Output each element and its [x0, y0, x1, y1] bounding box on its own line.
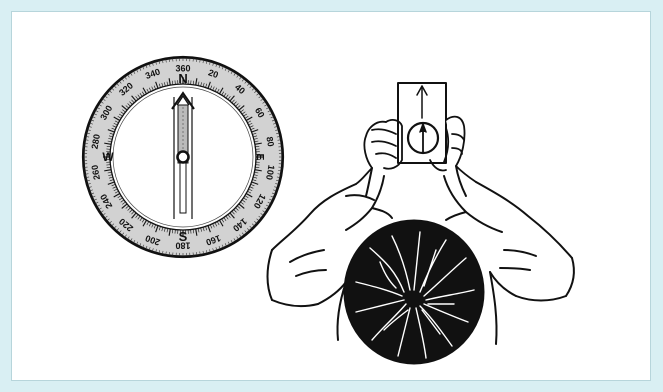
- compass-west-label: W: [102, 150, 114, 164]
- compass-degree-label: 80: [264, 136, 276, 148]
- person-illustration: [268, 83, 575, 364]
- head-hair: [344, 220, 484, 364]
- compass-dial: 3602040608010012014016018020022024026028…: [83, 57, 283, 257]
- compass-south-label: S: [179, 229, 188, 244]
- compass-pivot: [178, 152, 189, 163]
- compass-east-label: E: [254, 154, 265, 161]
- left-hand: [356, 120, 402, 184]
- baseplate-compass: [398, 83, 446, 163]
- compass-north-label: N: [178, 71, 187, 86]
